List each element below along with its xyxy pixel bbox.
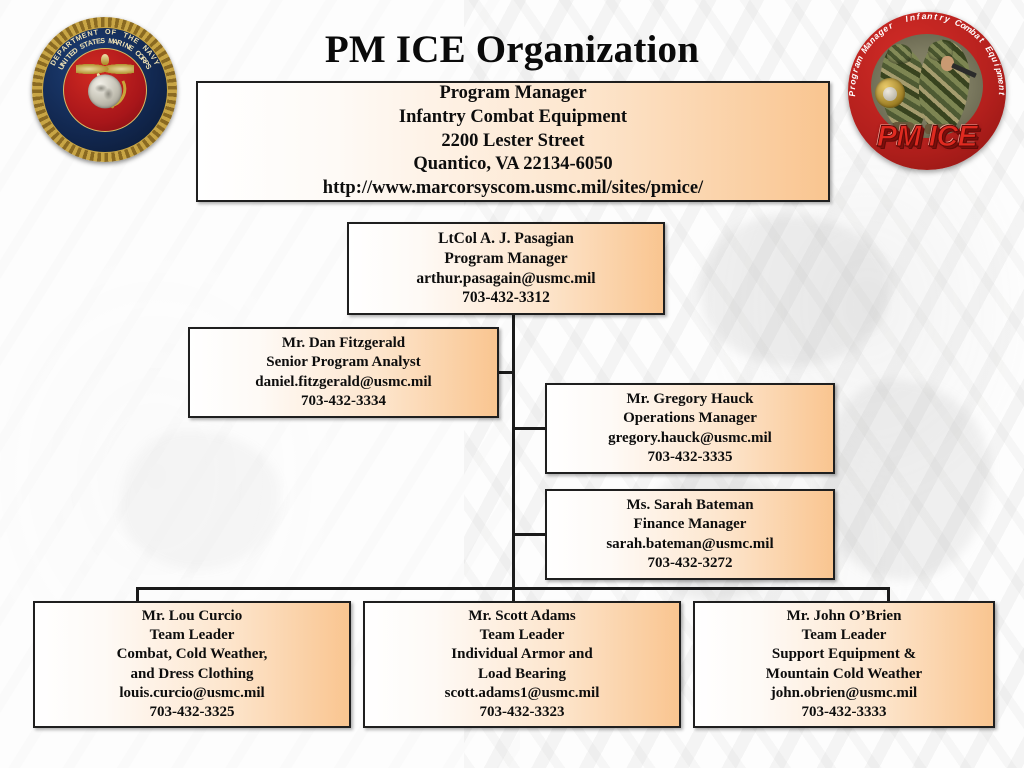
- node-line-url[interactable]: http://www.marcorsyscom.usmc.mil/sites/p…: [322, 178, 704, 199]
- node-line-role: Senior Program Analyst: [266, 354, 421, 371]
- node-line-phone: 703-432-3272: [647, 554, 733, 571]
- connector-trunk-vertical: [512, 315, 515, 587]
- node-line-scope: and Dress Clothing: [130, 665, 254, 682]
- node-line-name: Mr. John O’Brien: [786, 607, 902, 624]
- node-line-role: Team Leader: [479, 627, 565, 644]
- node-line-email[interactable]: sarah.bateman@usmc.mil: [606, 535, 774, 552]
- connector-to-operations-manager: [512, 427, 547, 430]
- face-icon: [941, 56, 954, 72]
- globe-icon: [87, 73, 122, 108]
- node-line-scope: Support Equipment &: [771, 646, 917, 663]
- node-line-phone: 703-432-3323: [479, 703, 565, 720]
- pm-ice-wordmark: PM ICE: [876, 120, 978, 154]
- connector-drop-team-leader-3: [887, 587, 890, 603]
- connector-drop-team-leader-1: [136, 587, 139, 603]
- org-node-operations-manager: Mr. Gregory Hauck Operations Manager gre…: [545, 383, 835, 474]
- node-line-name: Ms. Sarah Bateman: [626, 497, 754, 514]
- eagle-globe-anchor-icon: [62, 47, 147, 132]
- connector-to-senior-program-analyst: [497, 371, 515, 374]
- node-line-phone: 703-432-3335: [647, 448, 733, 465]
- org-node-senior-program-analyst: Mr. Dan Fitzgerald Senior Program Analys…: [188, 327, 499, 418]
- org-node-team-leader-3: Mr. John O’Brien Team Leader Support Equ…: [693, 601, 995, 728]
- org-node-team-leader-2: Mr. Scott Adams Team Leader Individual A…: [363, 601, 681, 728]
- node-line-role: Team Leader: [149, 627, 235, 644]
- org-node-team-leader-1: Mr. Lou Curcio Team Leader Combat, Cold …: [33, 601, 351, 728]
- connector-to-finance-manager: [512, 533, 547, 536]
- connector-drop-team-leader-2: [512, 587, 515, 603]
- org-node-program-manager: LtCol A. J. Pasagian Program Manager art…: [347, 222, 665, 315]
- page-title: PM ICE Organization: [324, 28, 700, 71]
- node-line: Infantry Combat Equipment: [398, 107, 628, 127]
- pm-ice-logo-photo: [871, 34, 983, 139]
- node-line-scope: Mountain Cold Weather: [765, 665, 923, 682]
- node-line-phone: 703-432-3325: [149, 703, 235, 720]
- node-line-email[interactable]: arthur.pasagain@usmc.mil: [416, 269, 596, 287]
- node-line-role: Finance Manager: [633, 516, 747, 533]
- node-line-email[interactable]: john.obrien@usmc.mil: [770, 684, 918, 701]
- node-line: 2200 Lester Street: [441, 130, 585, 151]
- org-node-finance-manager: Ms. Sarah Bateman Finance Manager sarah.…: [545, 489, 835, 580]
- node-line-name: Mr. Lou Curcio: [141, 607, 243, 624]
- node-line: Program Manager: [439, 83, 587, 104]
- node-line-scope: Combat, Cold Weather,: [116, 646, 268, 663]
- node-line-phone: 703-432-3334: [301, 392, 386, 409]
- node-line-email[interactable]: gregory.hauck@usmc.mil: [608, 429, 772, 446]
- node-line-email[interactable]: louis.curcio@usmc.mil: [119, 684, 265, 701]
- node-line-phone: 703-432-3312: [462, 289, 550, 307]
- boot-icon: [893, 122, 915, 133]
- node-line-role: Operations Manager: [623, 410, 757, 427]
- node-line-role: Team Leader: [801, 627, 887, 644]
- node-line-phone: 703-432-3333: [801, 703, 887, 720]
- helmet-icon: [887, 44, 912, 65]
- node-line-name: LtCol A. J. Pasagian: [438, 229, 574, 247]
- org-node-header: Program Manager Infantry Combat Equipmen…: [196, 81, 830, 202]
- node-line-name: Mr. Gregory Hauck: [626, 391, 754, 408]
- node-line: Quantico, VA 22134-6050: [413, 154, 613, 175]
- node-line-name: Mr. Dan Fitzgerald: [281, 335, 406, 352]
- node-line-scope: Individual Armor and: [451, 646, 593, 663]
- node-line-email[interactable]: daniel.fitzgerald@usmc.mil: [255, 373, 432, 390]
- eagle-globe-anchor-icon: [875, 78, 905, 109]
- node-line-name: Mr. Scott Adams: [468, 607, 576, 624]
- node-line-scope: Load Bearing: [478, 665, 566, 682]
- node-line-role: Program Manager: [444, 249, 568, 267]
- node-line-email[interactable]: scott.adams1@usmc.mil: [444, 684, 600, 701]
- boot-icon: [925, 124, 949, 135]
